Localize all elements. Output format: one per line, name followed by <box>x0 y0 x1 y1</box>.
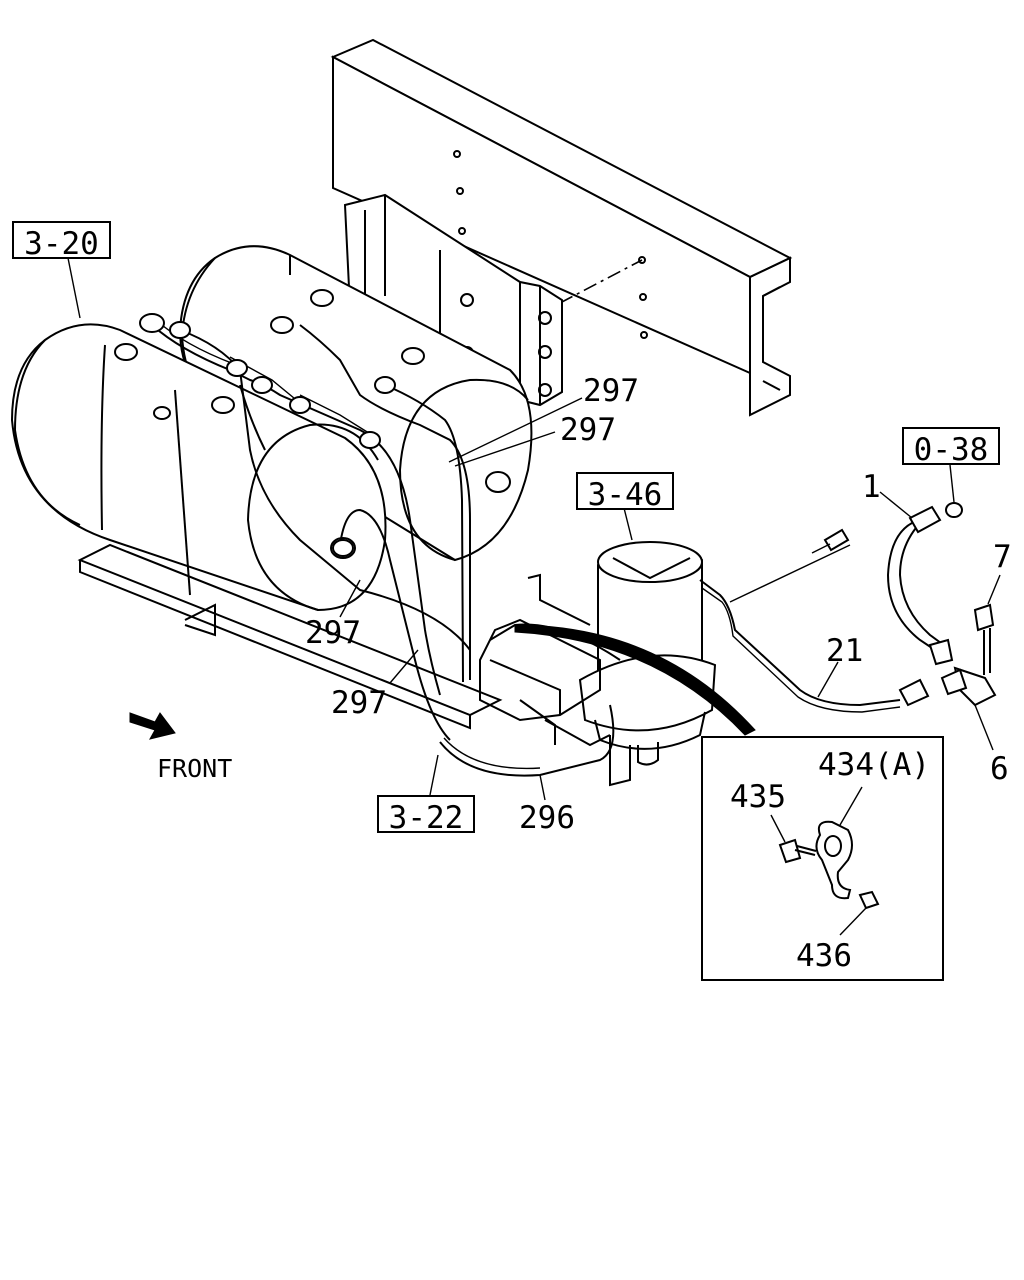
callout-7: 7 <box>993 539 1012 575</box>
leader-lines <box>67 257 1001 801</box>
callout-297-middle: 297 <box>305 615 361 651</box>
callout-6: 6 <box>990 751 1009 787</box>
hose-sweep <box>514 624 756 736</box>
callout-434-a: 434(A) <box>818 747 930 783</box>
ref-box-3-20: 3-20 <box>12 221 111 260</box>
frame-rail <box>330 38 793 417</box>
ref-box-3-46: 3-46 <box>576 472 674 511</box>
detail-box <box>701 736 944 981</box>
callout-21: 21 <box>826 633 864 669</box>
callout-435: 435 <box>730 779 786 815</box>
callout-1: 1 <box>862 469 881 505</box>
air-pipes <box>139 313 471 741</box>
callout-297-upper-second: 297 <box>560 412 616 448</box>
callout-296: 296 <box>519 800 575 836</box>
front-arrow <box>129 712 176 740</box>
lower-pipes <box>439 528 901 777</box>
flex-hose <box>886 502 997 707</box>
callout-436: 436 <box>796 938 852 974</box>
callout-297-lower: 297 <box>331 685 387 721</box>
air-dryer <box>479 541 717 787</box>
ref-box-0-38: 0-38 <box>902 427 1000 466</box>
ref-box-3-22: 3-22 <box>377 795 475 834</box>
tank-base-rail <box>77 543 503 730</box>
callout-297-upper: 297 <box>583 373 639 409</box>
front-direction-label: FRONT <box>157 754 233 783</box>
